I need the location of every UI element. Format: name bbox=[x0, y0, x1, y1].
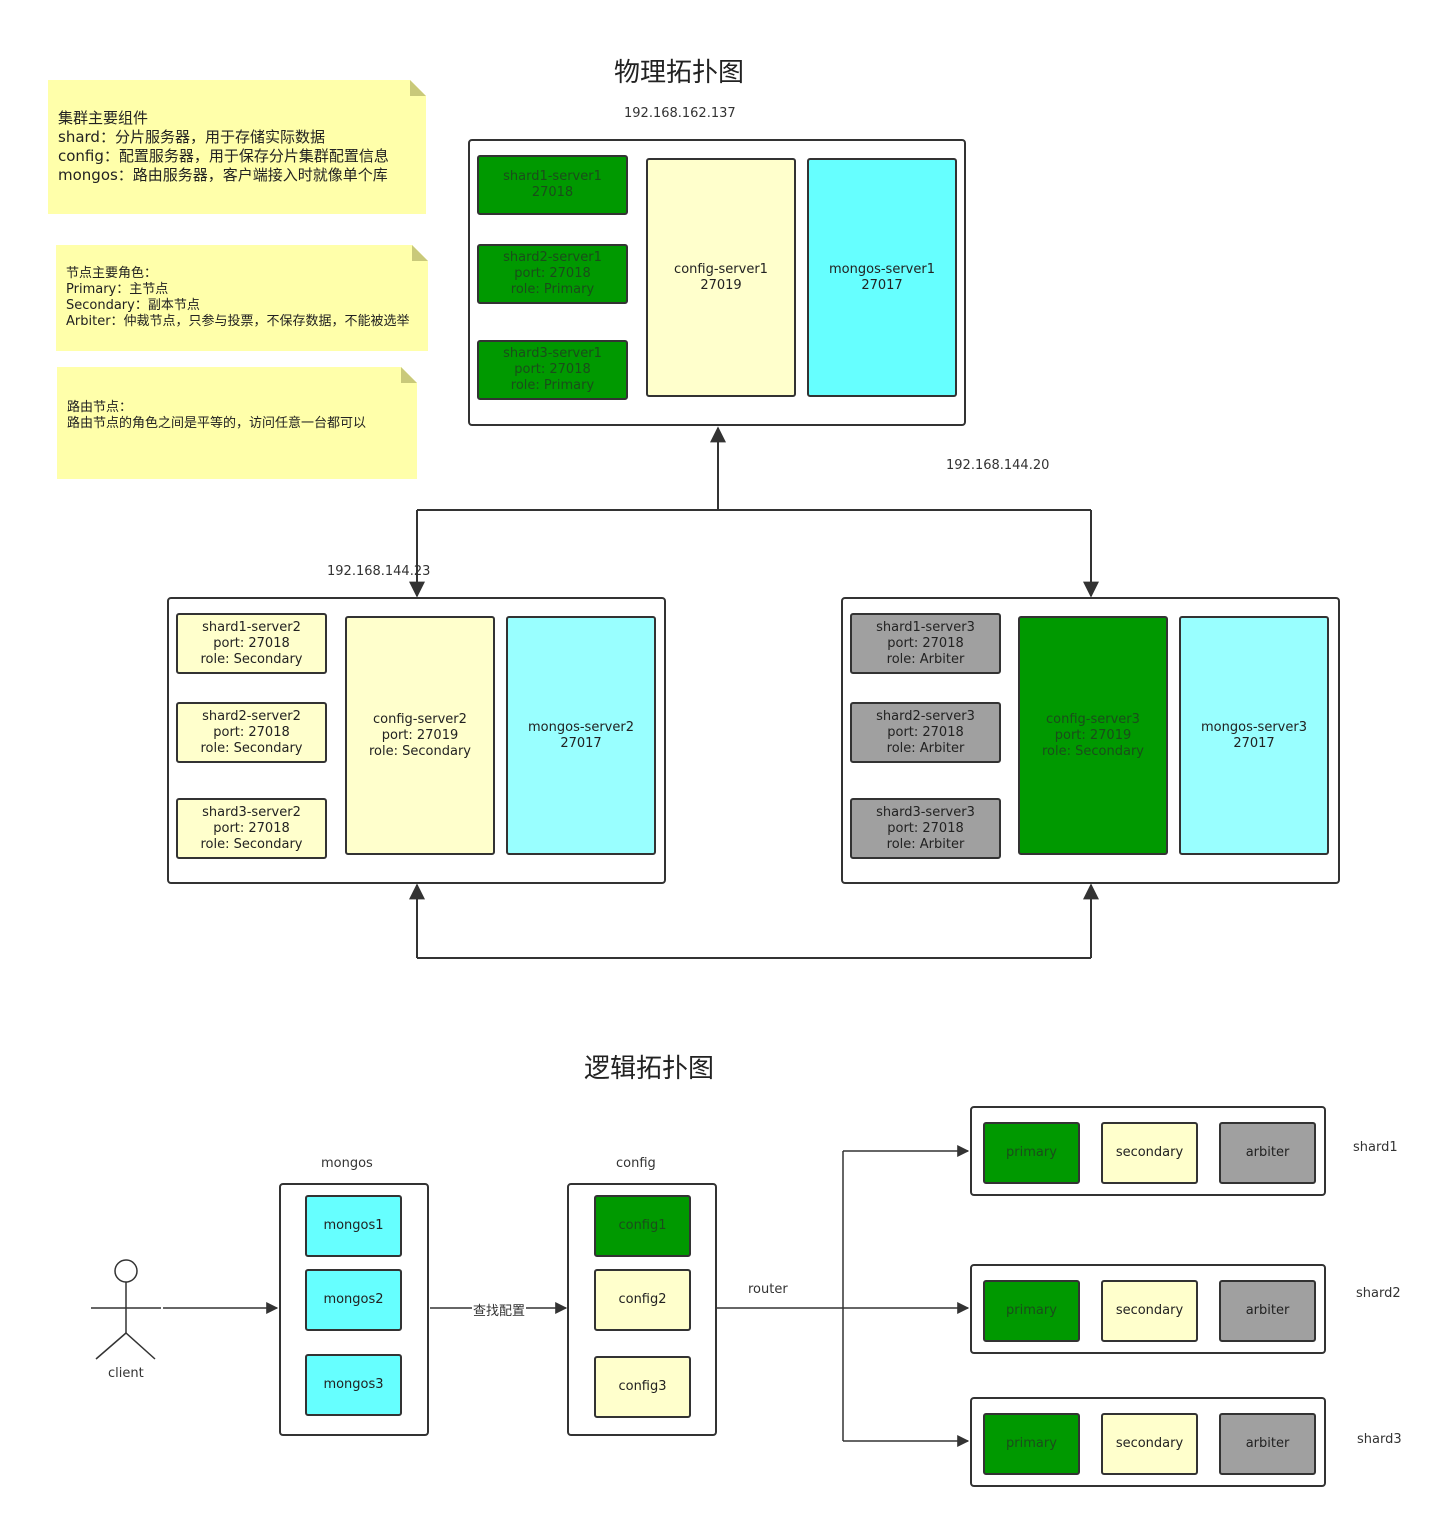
shard1-primary-box: primary bbox=[983, 1122, 1080, 1184]
note-components-text: 集群主要组件 shard：分片服务器，用于存储实际数据 config：配置服务器… bbox=[58, 109, 389, 184]
ip-server1: 192.168.162.137 bbox=[624, 106, 736, 121]
lookup-config-label: 查找配置 bbox=[472, 1300, 527, 1319]
shard2-server2-box: shard2-server2 port: 27018 role: Seconda… bbox=[176, 702, 327, 763]
shard2-primary-box: primary bbox=[983, 1280, 1080, 1342]
mongos2-box: mongos2 bbox=[305, 1269, 402, 1331]
config-group-label: config bbox=[616, 1156, 656, 1171]
note-roles: 节点主要角色： Primary：主节点 Secondary：副本节点 Arbit… bbox=[56, 245, 428, 351]
config2-box: config2 bbox=[594, 1269, 691, 1331]
shard3-server1-box: shard3-server1 port: 27018 role: Primary bbox=[477, 340, 628, 400]
mongos-server2-box: mongos-server2 27017 bbox=[506, 616, 656, 855]
note-fold-shadow-icon bbox=[410, 80, 426, 96]
shard2-secondary-box: secondary bbox=[1101, 1280, 1198, 1342]
note-components: 集群主要组件 shard：分片服务器，用于存储实际数据 config：配置服务器… bbox=[48, 80, 426, 214]
config-server3-box: config-server3 port: 27019 role: Seconda… bbox=[1018, 616, 1168, 855]
shard2-server3-box: shard2-server3 port: 27018 role: Arbiter bbox=[850, 702, 1001, 763]
shard2-arbiter-box: arbiter bbox=[1219, 1280, 1316, 1342]
client-label: client bbox=[108, 1366, 144, 1381]
logical-topology-title: 逻辑拓扑图 bbox=[584, 1054, 715, 1084]
shard1-server1-box: shard1-server1 27018 bbox=[477, 155, 628, 215]
router-label: router bbox=[748, 1282, 788, 1297]
shard1-arbiter-box: arbiter bbox=[1219, 1122, 1316, 1184]
client-figure-icon bbox=[91, 1259, 161, 1360]
mongos-server1-box: mongos-server1 27017 bbox=[807, 158, 957, 397]
note-roles-text: 节点主要角色： Primary：主节点 Secondary：副本节点 Arbit… bbox=[66, 266, 410, 329]
shard3-arbiter-box: arbiter bbox=[1219, 1413, 1316, 1475]
note-fold-shadow-icon bbox=[401, 367, 417, 383]
mongos-server3-box: mongos-server3 27017 bbox=[1179, 616, 1329, 855]
shard3-secondary-box: secondary bbox=[1101, 1413, 1198, 1475]
physical-topology-title: 物理拓扑图 bbox=[614, 58, 745, 88]
config-server1-box: config-server1 27019 bbox=[646, 158, 796, 397]
mongos1-box: mongos1 bbox=[305, 1195, 402, 1257]
shard1-label: shard1 bbox=[1353, 1140, 1398, 1155]
note-router: 路由节点： 路由节点的角色之间是平等的，访问任意一台都可以 bbox=[57, 367, 417, 479]
shard1-secondary-box: secondary bbox=[1101, 1122, 1198, 1184]
config1-box: config1 bbox=[594, 1195, 691, 1257]
config3-box: config3 bbox=[594, 1356, 691, 1418]
note-fold-shadow-icon bbox=[412, 245, 428, 261]
mongos-group-label: mongos bbox=[321, 1156, 373, 1171]
shard2-label: shard2 bbox=[1356, 1286, 1401, 1301]
shard2-server1-box: shard2-server1 port: 27018 role: Primary bbox=[477, 244, 628, 304]
shard1-server3-box: shard1-server3 port: 27018 role: Arbiter bbox=[850, 613, 1001, 674]
shard3-server2-box: shard3-server2 port: 27018 role: Seconda… bbox=[176, 798, 327, 859]
mongos3-box: mongos3 bbox=[305, 1354, 402, 1416]
note-router-text: 路由节点： 路由节点的角色之间是平等的，访问任意一台都可以 bbox=[67, 400, 367, 431]
shard3-label: shard3 bbox=[1357, 1432, 1402, 1447]
ip-server3: 192.168.144.20 bbox=[946, 458, 1050, 473]
shard3-primary-box: primary bbox=[983, 1413, 1080, 1475]
ip-server2: 192.168.144.23 bbox=[327, 564, 431, 579]
shard1-server2-box: shard1-server2 port: 27018 role: Seconda… bbox=[176, 613, 327, 674]
shard3-server3-box: shard3-server3 port: 27018 role: Arbiter bbox=[850, 798, 1001, 859]
config-server2-box: config-server2 port: 27019 role: Seconda… bbox=[345, 616, 495, 855]
